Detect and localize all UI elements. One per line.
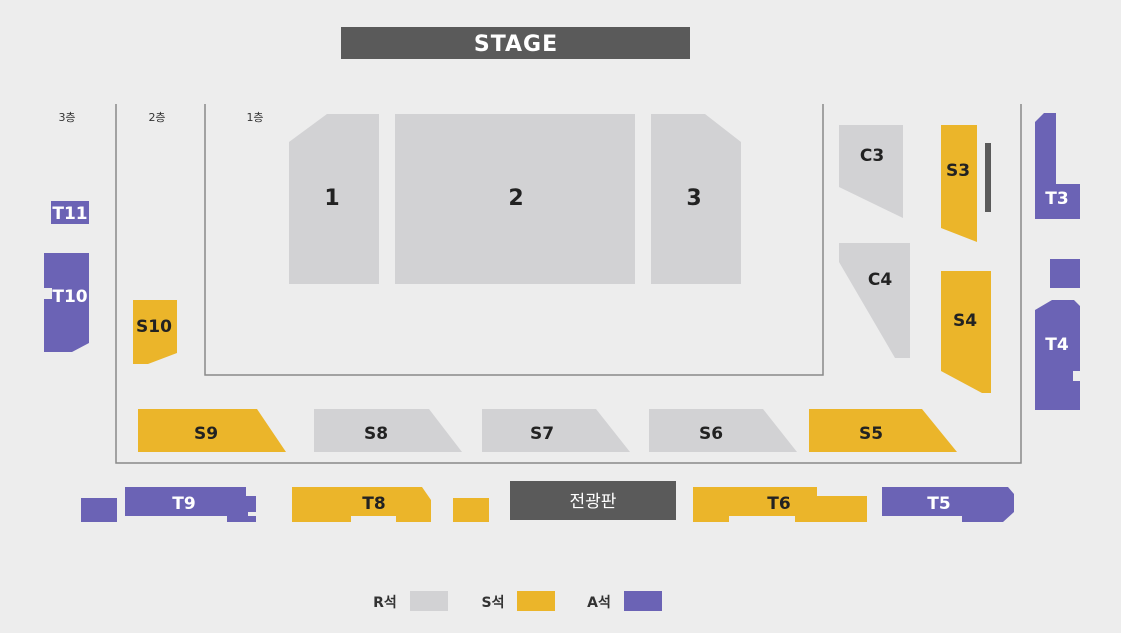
- section-S5-label: S5: [859, 424, 883, 444]
- section-T10[interactable]: T10: [44, 253, 89, 352]
- section-T8[interactable]: T8: [292, 487, 431, 522]
- section-S6[interactable]: S6: [649, 409, 797, 452]
- section-T3-annex[interactable]: [1050, 259, 1080, 288]
- section-S8[interactable]: S8: [314, 409, 462, 452]
- floor-1-label: 1층: [246, 111, 263, 124]
- section-T8-label: T8: [362, 494, 385, 514]
- section-S8-label: S8: [364, 424, 388, 444]
- section-T4-label: T4: [1045, 335, 1069, 355]
- section-T9-label: T9: [172, 494, 195, 514]
- section-3[interactable]: 3: [651, 114, 741, 284]
- section-S4-label: S4: [953, 311, 977, 331]
- section-C4-label: C4: [868, 270, 892, 290]
- section-T8-annex[interactable]: [453, 498, 489, 522]
- legend: R석 S석 A석: [373, 591, 662, 611]
- section-S10[interactable]: S10: [133, 300, 177, 364]
- scoreboard-label: 전광판: [570, 492, 617, 512]
- legend-r-label: R석: [373, 595, 397, 611]
- section-S5[interactable]: S5: [809, 409, 957, 452]
- section-T6-label: T6: [767, 494, 790, 514]
- floor-2-label: 2층: [148, 111, 165, 124]
- section-T3[interactable]: T3: [1035, 113, 1080, 219]
- section-S9-label: S9: [194, 424, 218, 444]
- section-C3-label: C3: [860, 146, 884, 166]
- section-T4[interactable]: T4: [1035, 300, 1080, 410]
- section-S9[interactable]: S9: [138, 409, 286, 452]
- section-2-label: 2: [508, 186, 523, 211]
- legend-r-swatch: [410, 591, 448, 611]
- section-C4[interactable]: C4: [839, 243, 910, 358]
- section-S7[interactable]: S7: [482, 409, 630, 452]
- section-C3[interactable]: C3: [839, 125, 903, 218]
- section-T9-annex[interactable]: [81, 498, 117, 522]
- section-3-label: 3: [686, 186, 701, 211]
- floor-3-label: 3층: [58, 111, 75, 124]
- section-T3-label: T3: [1045, 189, 1068, 209]
- legend-a-swatch: [624, 591, 662, 611]
- section-S7-label: S7: [530, 424, 554, 444]
- legend-s-label: S석: [482, 595, 505, 611]
- section-T10-label: T10: [52, 287, 87, 307]
- legend-s-swatch: [517, 591, 555, 611]
- section-1[interactable]: 1: [289, 114, 379, 284]
- legend-a-label: A석: [587, 595, 611, 611]
- section-T11-label: T11: [52, 204, 87, 224]
- floor-1-boundary: [204, 104, 824, 376]
- section-T9[interactable]: T9: [125, 487, 256, 522]
- side-screen: [985, 143, 991, 212]
- stage-label: STAGE: [474, 32, 558, 57]
- section-S4[interactable]: S4: [941, 271, 991, 393]
- section-S3[interactable]: S3: [941, 125, 977, 242]
- floor-2-boundary: [115, 104, 1022, 464]
- section-S10-label: S10: [136, 317, 172, 337]
- section-2[interactable]: 2: [395, 114, 635, 284]
- section-T11[interactable]: T11: [51, 201, 89, 224]
- section-T5-label: T5: [927, 494, 950, 514]
- scoreboard: [510, 481, 676, 520]
- section-T6[interactable]: T6: [693, 487, 867, 522]
- section-S3-label: S3: [946, 161, 970, 181]
- section-S6-label: S6: [699, 424, 723, 444]
- stage: [341, 27, 690, 59]
- section-1-label: 1: [324, 186, 339, 211]
- section-T5[interactable]: T5: [882, 487, 1014, 522]
